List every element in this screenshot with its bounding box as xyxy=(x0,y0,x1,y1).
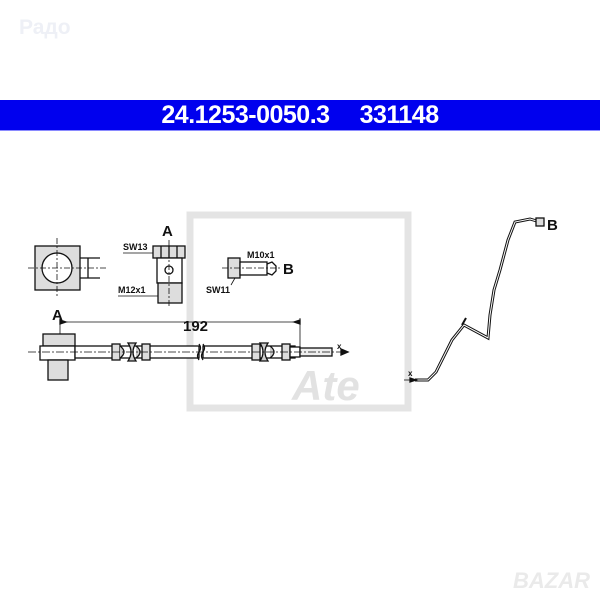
routing-end-label: B xyxy=(547,217,558,234)
ate-logo-text: Ate xyxy=(291,362,360,409)
fitting-a-wrench-size: SW13 xyxy=(123,242,148,252)
reference-number: 331148 xyxy=(359,100,440,129)
pipe-routing-view xyxy=(404,217,545,383)
fitting-end-view xyxy=(28,238,106,298)
fitting-a-drawing xyxy=(118,240,186,308)
fitting-b-thread: M10x1 xyxy=(247,250,275,260)
fitting-b-wrench-size: SW11 xyxy=(206,285,230,295)
header-bar: 24.1253-0050.3 331148 xyxy=(0,100,600,131)
watermark-text: Радо xyxy=(19,16,71,39)
fitting-b-drawing xyxy=(222,257,282,286)
fitting-a-thread: M12x1 xyxy=(118,285,146,295)
routing-axis-label: x xyxy=(408,369,413,378)
hose-axis-label: x xyxy=(337,342,342,351)
part-number: 24.1253-0050.3 xyxy=(161,100,330,129)
watermark-logo: BAZAR xyxy=(513,568,590,593)
hose-side-view xyxy=(28,318,350,381)
fitting-b-label: B xyxy=(283,261,294,278)
hose-length-dimension: 192 xyxy=(183,318,208,335)
fitting-a-label: A xyxy=(162,223,173,240)
ate-logo-watermark: Ate xyxy=(186,211,412,412)
hose-end-label: A xyxy=(52,307,63,324)
